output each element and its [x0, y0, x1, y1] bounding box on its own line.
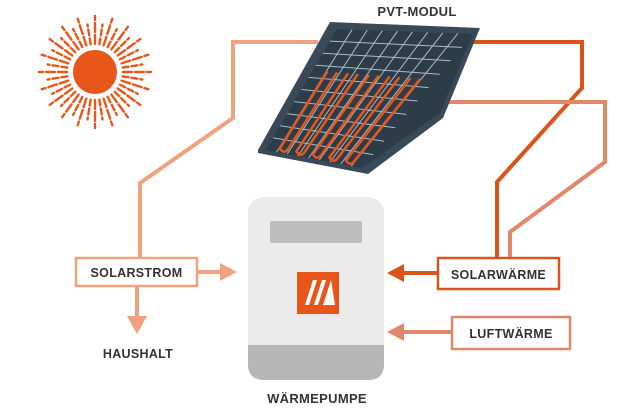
solarwaerme-arrow-to-heatpump — [387, 264, 438, 282]
sun-icon — [37, 14, 153, 130]
heatpump-title: WÄRMEPUMPE — [267, 391, 367, 406]
luftwaerme-arrow-to-heatpump — [387, 323, 452, 341]
solarstrom-arrow-to-heatpump — [197, 263, 237, 281]
solarstrom-label: SOLARSTROM — [91, 266, 183, 280]
solarwaerme-label: SOLARWÄRME — [451, 267, 546, 282]
luftwaerme-line — [432, 100, 607, 262]
heatpump-display-panel — [270, 221, 362, 243]
pvt-module-title: PVT-MODUL — [377, 4, 456, 19]
solarwaerme-line — [470, 40, 584, 262]
luftwaerme-label: LUFTWÄRME — [469, 326, 552, 341]
heatpump-logo-icon — [297, 272, 339, 314]
pvt-module — [258, 22, 480, 174]
heatpump-unit — [248, 197, 384, 380]
haushalt-label: HAUSHALT — [103, 347, 173, 361]
haushalt-arrow — [127, 286, 147, 334]
